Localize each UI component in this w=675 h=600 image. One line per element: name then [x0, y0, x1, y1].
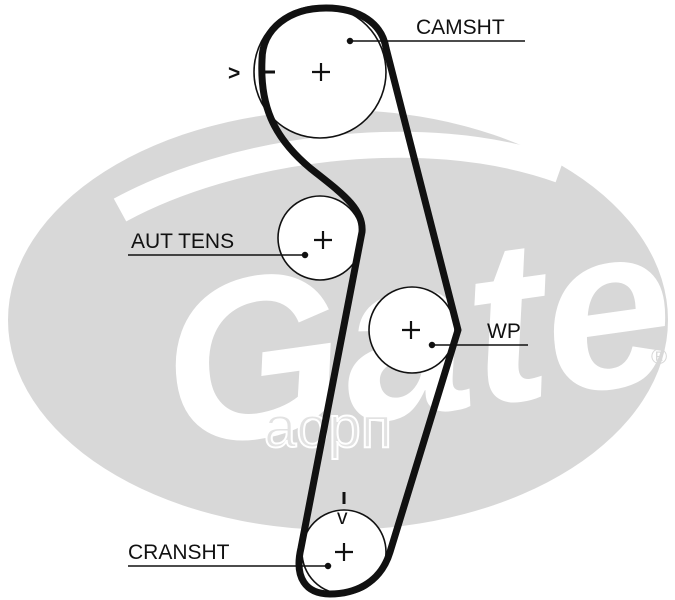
watermark-swoosh	[113, 131, 565, 222]
leader-lines	[128, 37, 528, 570]
gates-watermark: Gates ® аорп	[8, 110, 675, 530]
tensioner-center-mark	[314, 231, 332, 249]
water-pump-label: WP	[487, 320, 521, 343]
camshaft-label: CAMSHT	[416, 16, 505, 39]
crankshaft-rotation-arrow: v	[337, 506, 348, 529]
crankshaft-center-mark	[335, 543, 353, 561]
timing-marks: > v	[228, 62, 348, 529]
water-pump-leader-dot	[428, 341, 436, 349]
crankshaft-leader-dot	[324, 562, 332, 570]
camshaft-leader-dot	[346, 37, 354, 45]
camshaft-rotation-arrow: >	[228, 62, 240, 85]
center-marks	[312, 63, 420, 561]
timing-belt	[258, 4, 462, 598]
tensioner-leader-dot	[301, 251, 309, 259]
water-pump-center-mark	[402, 321, 420, 339]
watermark-registered-mark: ®	[651, 344, 667, 369]
crankshaft-label: CRANSHT	[128, 541, 230, 564]
tensioner-label: AUT TENS	[131, 230, 234, 253]
watermark-ellipse	[8, 110, 668, 530]
camshaft-center-mark	[312, 63, 330, 81]
tensioner-pulley	[277, 195, 363, 281]
